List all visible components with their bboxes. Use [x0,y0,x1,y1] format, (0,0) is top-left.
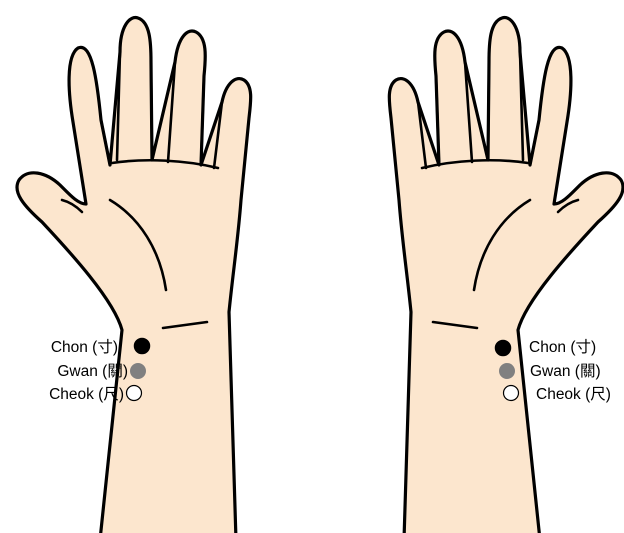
left-chon-label: Chon (寸) [51,338,118,356]
left-gwan-dot [131,364,146,379]
left-cheok-dot [127,386,142,401]
right-chon-dot [496,341,511,356]
left-chon-dot [135,339,150,354]
right-chon-label: Chon (寸) [529,338,596,356]
right-gwan-label: Gwan (關) [530,363,601,380]
right-labels: Chon (寸) Gwan (關) Cheok (尺) [529,338,611,403]
right-hand [389,18,623,533]
right-gwan-dot [500,364,515,379]
right-cheok-dot [504,386,519,401]
right-cheok-label: Cheok (尺) [536,386,611,403]
left-cheok-label: Cheok (尺) [49,386,124,403]
left-hand [17,18,251,533]
left-gwan-label: Gwan (關) [57,363,128,380]
left-labels: Chon (寸) Gwan (關) Cheok (尺) [49,338,128,403]
